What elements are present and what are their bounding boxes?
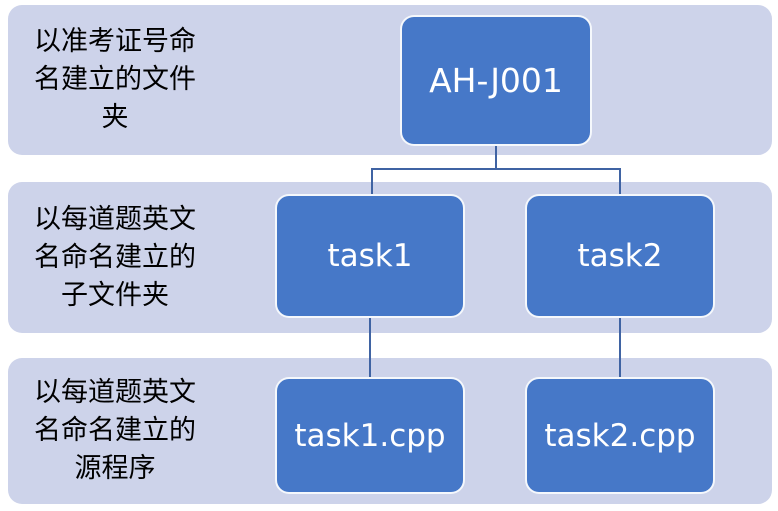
row-label-exam-folder: 以准考证号命 名建立的文件 夹 [34, 26, 196, 133]
connector-drop-to-task1 [371, 168, 373, 196]
row-label-source-programs: 以每道题英文 名命名建立的 源程序 [34, 377, 196, 484]
node-task1-source-file: task1.cpp [275, 377, 465, 494]
node-root-folder: AH-J001 [400, 15, 592, 146]
node-task2-folder: task2 [525, 194, 715, 318]
row-band-exam-folder [8, 5, 772, 155]
connector-horizontal-bar [371, 168, 621, 170]
node-task2-source-file: task2.cpp [525, 377, 715, 494]
connector-drop-to-task2 [619, 168, 621, 196]
node-task1-folder: task1 [275, 194, 465, 318]
row-label-task-subfolders: 以每道题英文 名命名建立的 子文件夹 [34, 203, 196, 311]
connector-task1-to-cpp [369, 318, 371, 378]
connector-root-stem [495, 144, 497, 170]
connector-task2-to-cpp [619, 318, 621, 378]
